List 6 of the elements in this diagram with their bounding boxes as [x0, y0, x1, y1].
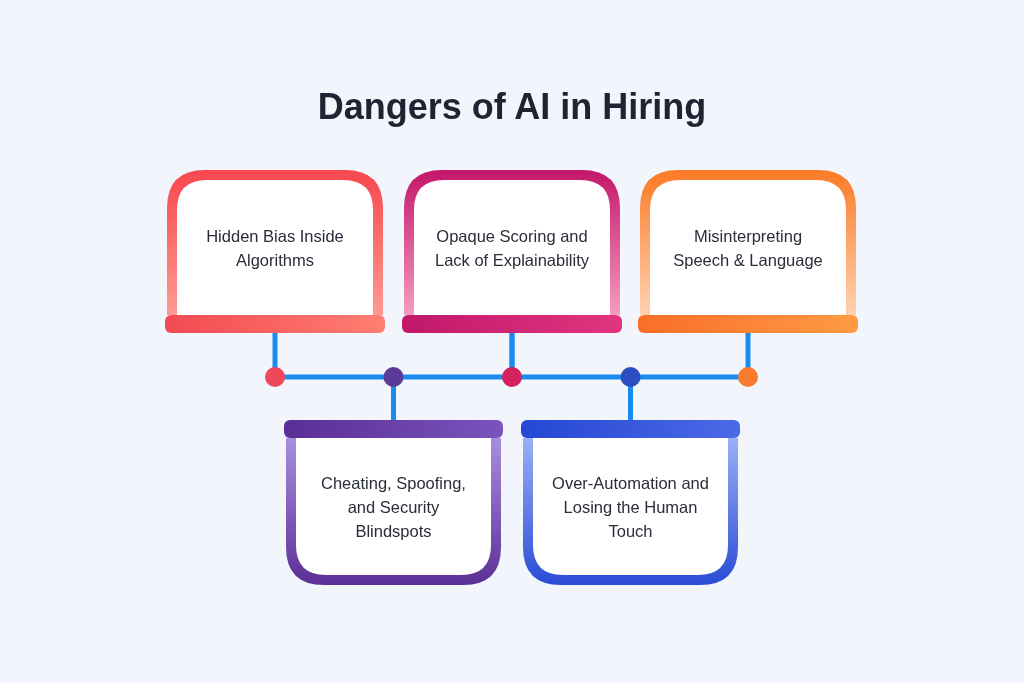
card-title: Cheating, Spoofing, and Security Blindspots [320, 472, 467, 542]
card-title: Over-Automation and Losing the Human Touch [551, 472, 710, 542]
card-title: Opaque Scoring and Lack of Explainability [433, 225, 591, 271]
diagram-title: Dangers of AI in Hiring [316, 85, 708, 129]
card-title: Misinterpreting Speech & Language [672, 225, 824, 271]
card-title: Hidden Bias Inside Algorithms [205, 225, 345, 271]
